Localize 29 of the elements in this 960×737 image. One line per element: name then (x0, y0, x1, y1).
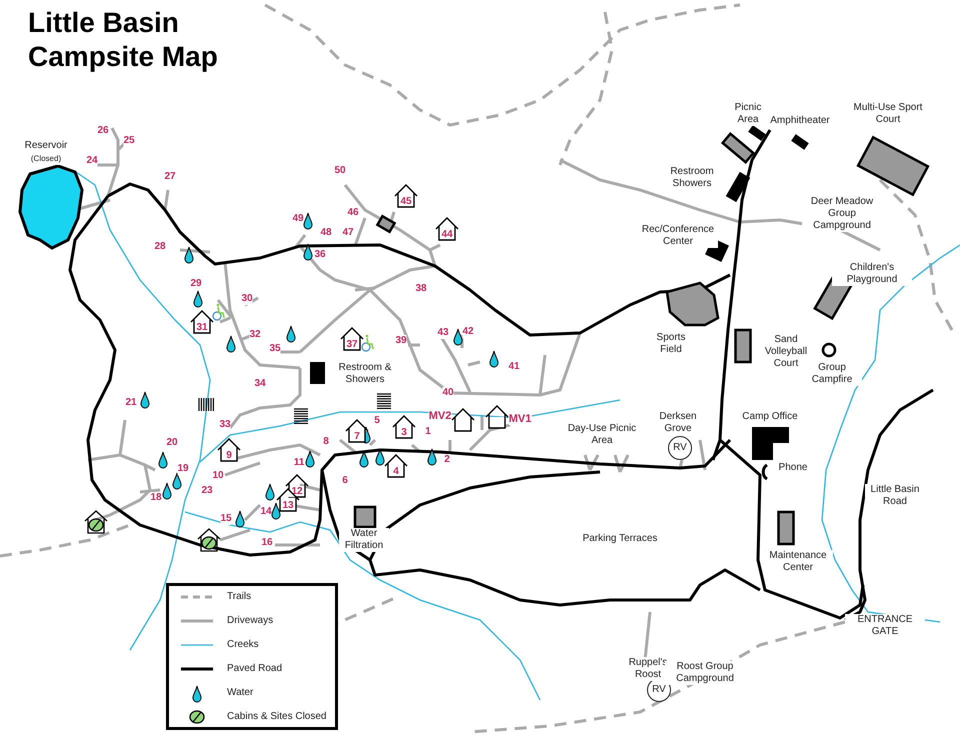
place-label: Camp Office (742, 411, 798, 423)
site-number: 15 (220, 513, 232, 525)
site-number: 42 (462, 326, 474, 338)
site-number: 24 (86, 155, 98, 167)
site-number: 30 (241, 293, 253, 305)
cabin-marker (451, 408, 475, 432)
map-title: Little Basin Campsite Map (28, 6, 219, 74)
site-number: 25 (123, 135, 135, 147)
place-label: Parking Terraces (580, 533, 660, 545)
place-label: Water Filtration (339, 528, 389, 552)
place-label: (Closed) (30, 153, 62, 165)
site-number: 19 (177, 463, 189, 475)
place-label: Children's Playground (832, 262, 912, 286)
legend-label: Water (227, 686, 254, 700)
legend-label: Cabins & Sites Closed (227, 710, 326, 724)
site-number: MV1 (508, 413, 532, 425)
site-number: 33 (219, 419, 231, 431)
site-number: 32 (249, 329, 261, 341)
site-number: 35 (269, 343, 281, 355)
site-number: MV2 (428, 410, 452, 422)
legend-label: Creeks (227, 638, 259, 652)
legend-label: Paved Road (227, 662, 282, 676)
legend-label: Trails (227, 590, 252, 604)
cabin-marker (485, 405, 509, 429)
place-label: Amphitheater (770, 115, 830, 127)
legend-label: Driveways (227, 614, 274, 628)
site-number: 36 (314, 249, 326, 261)
site-number: 43 (437, 327, 449, 339)
rv-site-circle: RV (668, 436, 692, 460)
